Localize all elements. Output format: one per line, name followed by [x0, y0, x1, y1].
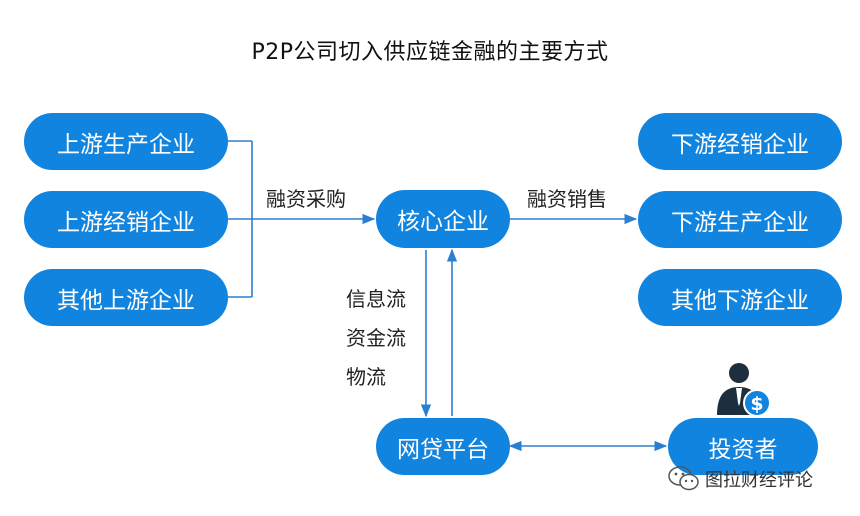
node-downstream-distributor: 下游经销企业 [638, 113, 842, 170]
label-capital-flow: 资金流 [346, 326, 406, 350]
node-downstream-other: 其他下游企业 [638, 269, 842, 326]
label-financing-purchase: 融资采购 [266, 187, 346, 211]
watermark-text: 图拉财经评论 [705, 470, 813, 491]
svg-text:$: $ [750, 393, 763, 415]
wechat-icon [668, 466, 699, 491]
diagram-title: P2P公司切入供应链金融的主要方式 [251, 40, 609, 65]
node-core-enterprise: 核心企业 [376, 190, 510, 248]
node-upstream-other: 其他上游企业 [24, 269, 228, 326]
node-upstream-distributor: 上游经销企业 [24, 191, 228, 248]
node-downstream-producer: 下游生产企业 [638, 191, 842, 248]
node-investor: 投资者 [668, 418, 818, 475]
node-upstream-producer: 上游生产企业 [24, 113, 228, 170]
investor-icon: $ [717, 363, 771, 417]
label-logistics: 物流 [346, 365, 386, 389]
label-info-flow: 信息流 [346, 287, 406, 311]
node-p2p-platform: 网贷平台 [376, 418, 510, 475]
label-financing-sales: 融资销售 [527, 187, 607, 211]
